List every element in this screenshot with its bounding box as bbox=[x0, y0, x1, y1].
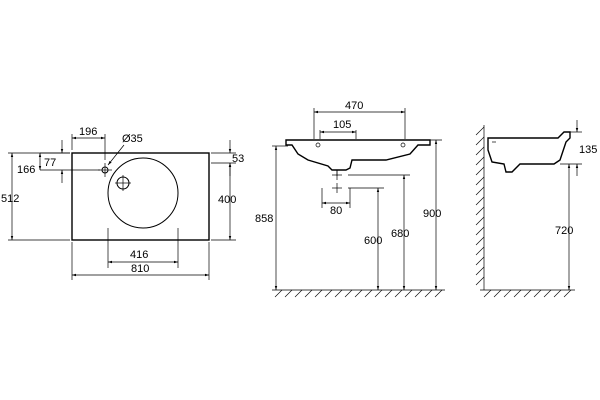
dim-53: 53 bbox=[232, 153, 244, 165]
floor-hatch-front bbox=[274, 289, 443, 298]
basin-profile-side bbox=[487, 131, 571, 173]
dim-512: 512 bbox=[1, 193, 19, 205]
dim-600: 600 bbox=[364, 235, 382, 247]
dim-196: 196 bbox=[79, 126, 97, 138]
dim-105: 105 bbox=[333, 119, 351, 131]
basin-outline-top bbox=[71, 152, 210, 241]
side-view: 135 720 bbox=[475, 120, 597, 298]
dim-858: 858 bbox=[255, 213, 273, 225]
front-view: 470 105 80 858 600 680 900 bbox=[255, 100, 445, 298]
dim-680: 680 bbox=[391, 228, 409, 240]
dim-80: 80 bbox=[330, 205, 342, 217]
dim-166: 166 bbox=[17, 164, 35, 176]
basin-profile-front bbox=[285, 139, 431, 171]
dim-720: 720 bbox=[555, 225, 573, 237]
dim-135: 135 bbox=[579, 144, 597, 156]
dim-77: 77 bbox=[44, 157, 56, 169]
top-view: 196 Ø35 77 166 512 416 810 53 bbox=[1, 126, 244, 280]
bowl-outline bbox=[107, 157, 179, 229]
dim-470: 470 bbox=[345, 100, 363, 112]
dim-400: 400 bbox=[218, 194, 236, 206]
floor-hatch-side bbox=[483, 289, 572, 298]
dim-900: 900 bbox=[423, 208, 441, 220]
dim-416: 416 bbox=[130, 249, 148, 261]
dim-810: 810 bbox=[131, 263, 149, 275]
dim-diameter-35: Ø35 bbox=[122, 133, 143, 145]
wall-hatch bbox=[475, 126, 485, 286]
